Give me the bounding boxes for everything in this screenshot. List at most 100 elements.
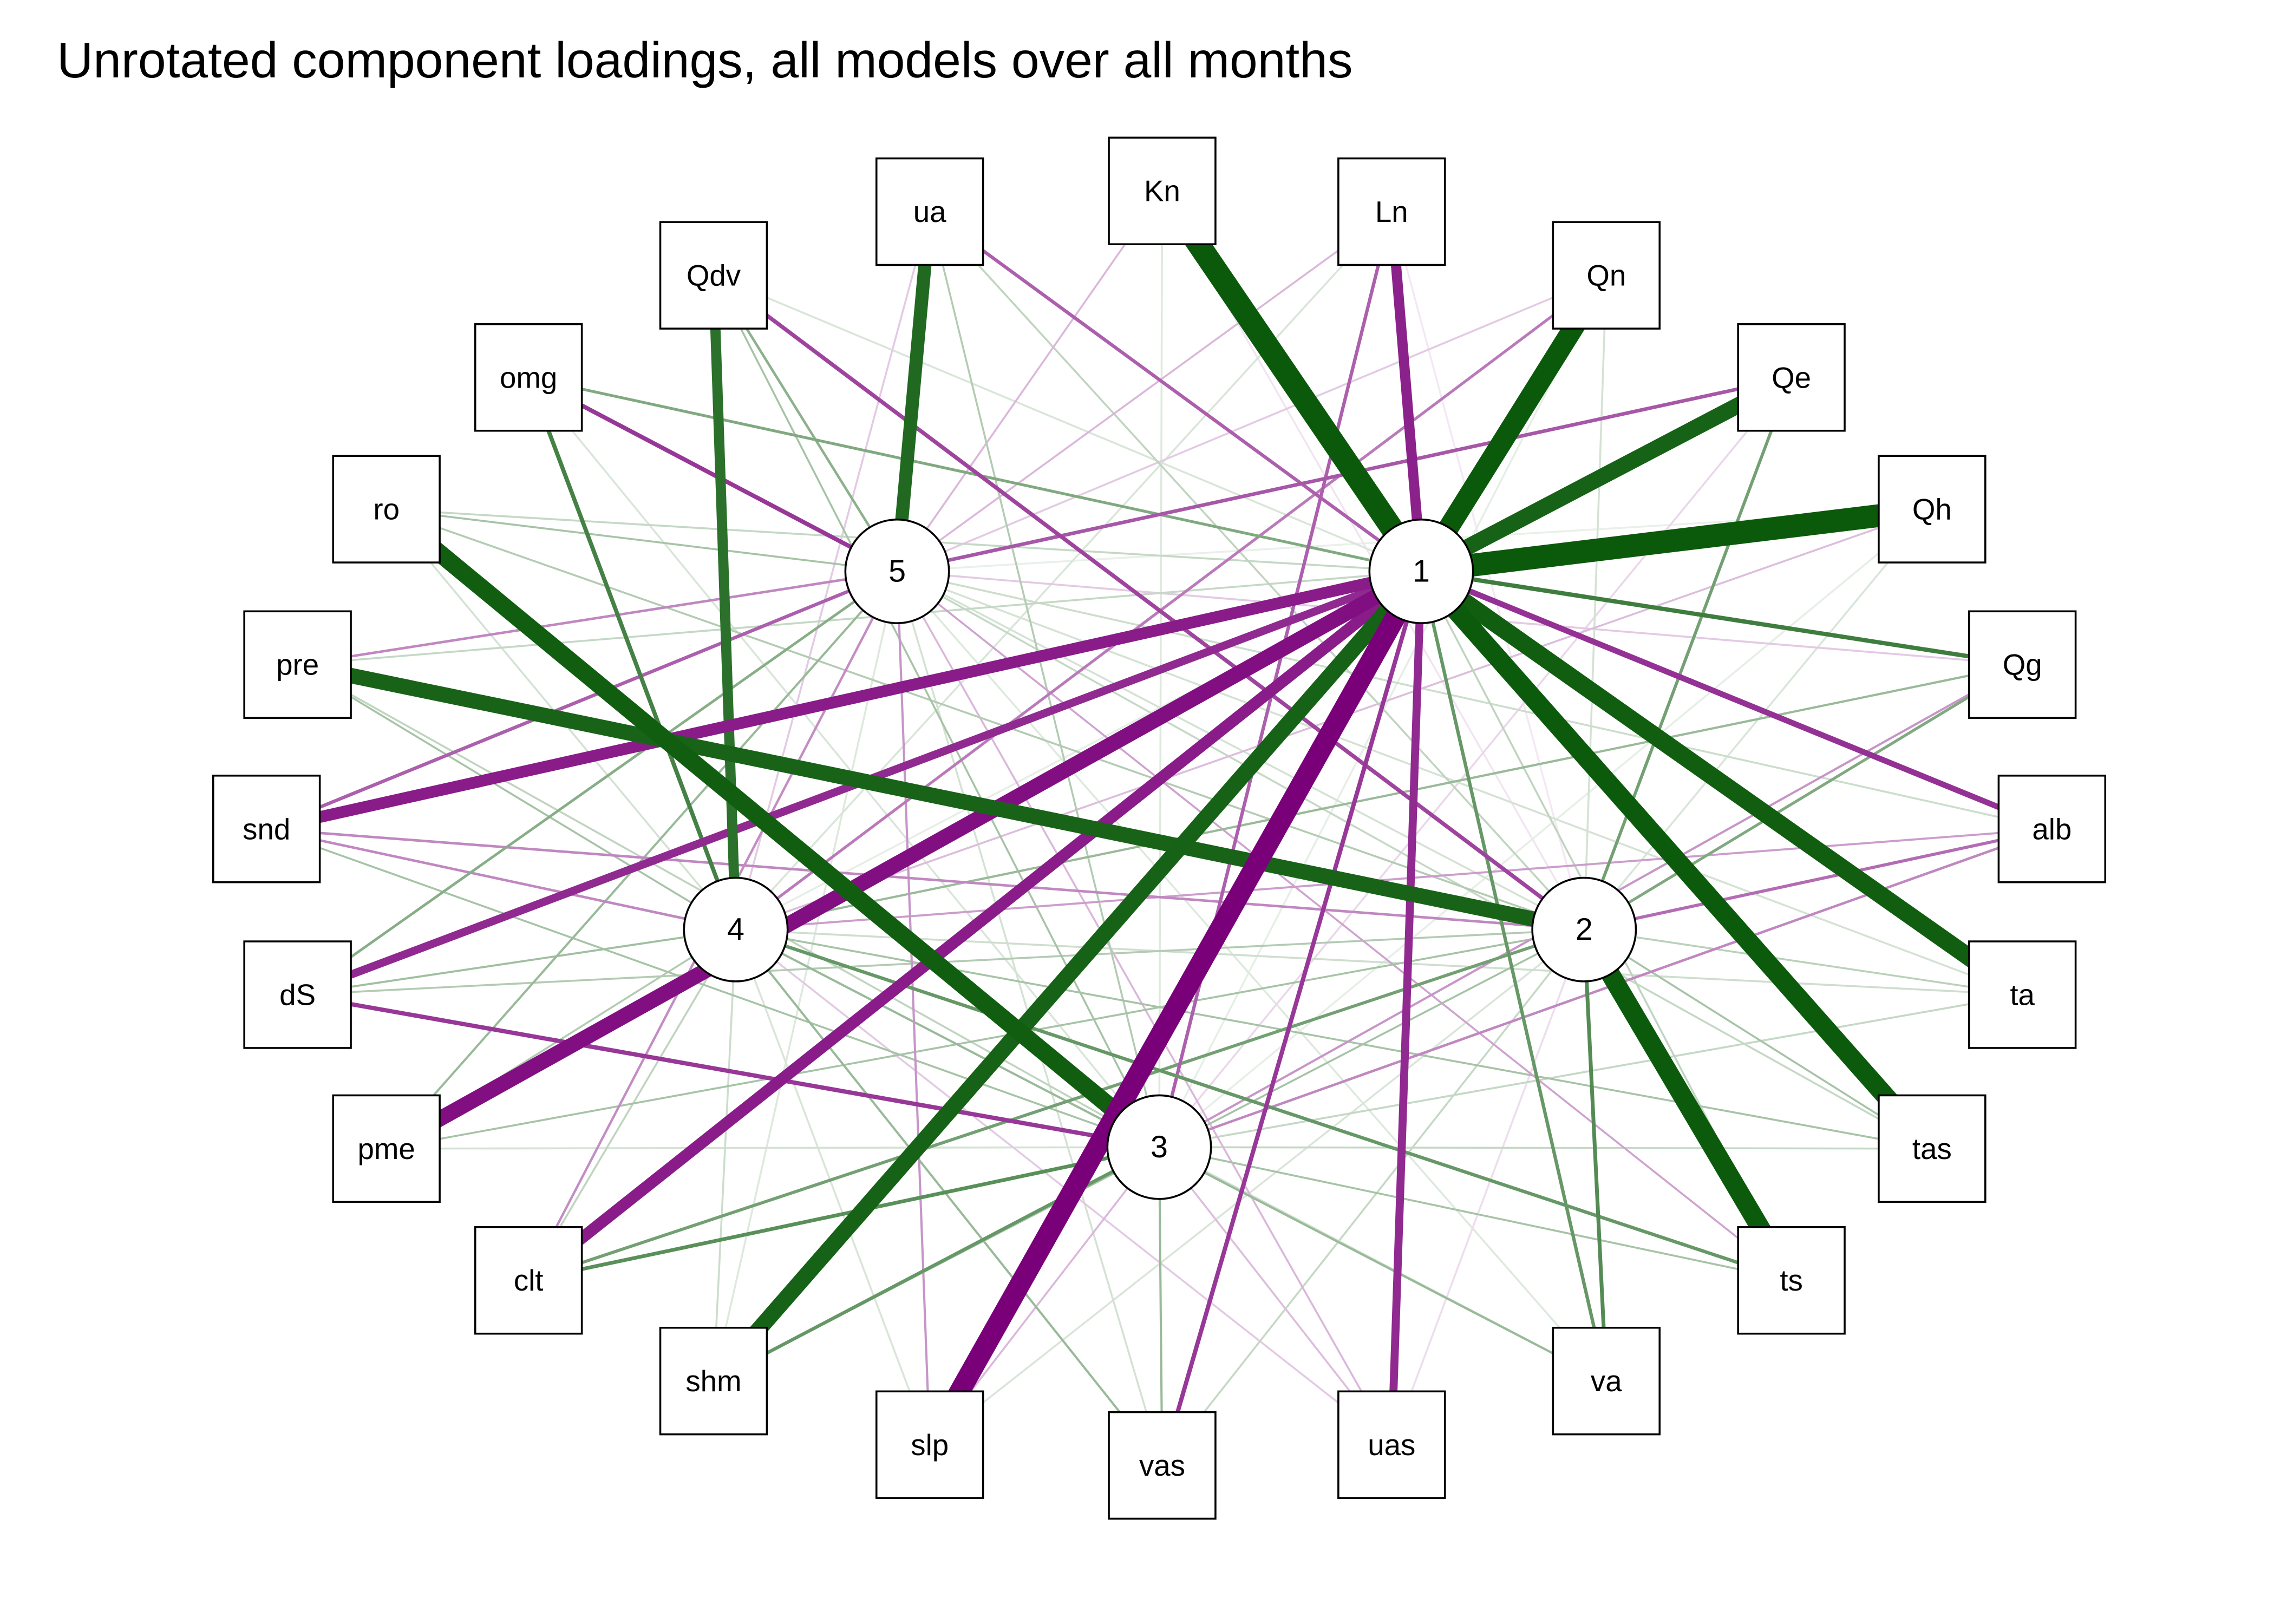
edge-dS-5	[297, 570, 898, 996]
variable-label: ta	[2010, 978, 2035, 1012]
edge-Qe-3	[1158, 377, 1792, 1148]
edge-Qdv-4	[708, 275, 741, 930]
variable-label: Kn	[1144, 174, 1180, 208]
variable-node-snd: snd	[212, 775, 321, 883]
edge-Ln-3	[1157, 211, 1394, 1148]
variable-node-tas: tas	[1878, 1094, 1987, 1203]
edge-Qn-4	[735, 274, 1608, 931]
variable-box	[1737, 323, 1846, 432]
component-circle	[844, 518, 950, 624]
variable-box	[1337, 1390, 1446, 1499]
component-label: 1	[1413, 554, 1430, 588]
edge-ts-3	[1159, 1146, 1792, 1281]
variable-box	[1552, 221, 1661, 330]
variable-label: slp	[911, 1428, 949, 1462]
variable-label: ro	[373, 493, 400, 526]
edge-Qh-3	[1158, 508, 1933, 1148]
component-node-5: 5	[844, 518, 950, 624]
component-label: 4	[727, 912, 744, 947]
variable-box	[1337, 157, 1446, 266]
edge-clt-1	[525, 567, 1425, 1285]
edge-snd-3	[266, 828, 1160, 1148]
variable-node-Qg: Qg	[1968, 610, 2077, 719]
edge-ro-5	[386, 508, 898, 573]
edge-pme-5	[385, 571, 898, 1150]
edge-snd-5	[265, 569, 898, 831]
edge-dS-4	[297, 928, 736, 996]
edge-omg-4	[526, 376, 738, 931]
variable-node-Ln: Ln	[1337, 157, 1446, 266]
edge-vas-4	[735, 928, 1164, 1466]
variable-node-Qn: Qn	[1552, 221, 1661, 330]
variable-node-pme: pme	[332, 1094, 441, 1203]
variable-label: ua	[913, 195, 946, 228]
edge-slp-1	[920, 566, 1430, 1450]
component-node-2: 2	[1531, 876, 1637, 983]
edge-slp-4	[735, 929, 931, 1445]
edge-vas-2	[1161, 929, 1585, 1466]
variable-node-shm: shm	[659, 1326, 768, 1436]
variable-label: Qg	[2003, 648, 2042, 682]
variable-label: snd	[243, 812, 290, 846]
edge-ts-5	[896, 571, 1792, 1281]
variable-box	[1997, 775, 2107, 883]
edge-ua-1	[929, 210, 1422, 573]
edge-vas-1	[1160, 571, 1423, 1466]
edge-shm-4	[713, 929, 737, 1381]
component-circle	[683, 876, 789, 983]
edge-uas-1	[1387, 571, 1426, 1445]
edge-alb-5	[897, 570, 2053, 830]
variable-node-dS: dS	[243, 940, 352, 1049]
diagram-title: Unrotated component loadings, all models…	[57, 32, 1353, 88]
variable-label: tas	[1912, 1132, 1952, 1165]
variable-label: dS	[279, 978, 316, 1012]
edge-alb-1	[1420, 568, 2053, 832]
edge-Ln-1	[1386, 211, 1427, 572]
variable-label: shm	[685, 1364, 741, 1398]
edge-ro-3	[381, 502, 1165, 1154]
variable-node-alb: alb	[1997, 775, 2107, 883]
edge-ua-5	[890, 211, 937, 572]
component-circle	[1368, 518, 1474, 624]
variable-box	[1552, 1326, 1661, 1436]
edge-alb-4	[735, 828, 2052, 931]
component-label: 5	[888, 554, 906, 588]
variable-node-ua: ua	[875, 157, 984, 266]
variable-box	[1878, 1094, 1987, 1203]
edge-pre-4	[297, 664, 736, 931]
edge-Qg-4	[735, 663, 2023, 931]
edge-pre-2	[296, 657, 1586, 938]
edge-va-5	[896, 571, 1608, 1382]
edge-Kn-5	[896, 190, 1163, 572]
variable-box	[1968, 610, 2077, 719]
variable-box	[332, 1094, 441, 1203]
variable-node-Qdv: Qdv	[659, 221, 768, 330]
edge-pre-5	[297, 570, 898, 666]
edge-Qh-1	[1420, 497, 1933, 583]
variable-label: Qh	[1912, 493, 1952, 526]
edge-ts-2	[1576, 925, 1800, 1286]
edge-alb-2	[1584, 827, 2053, 931]
edge-ro-2	[386, 508, 1585, 931]
edge-Qdv-2	[712, 273, 1585, 932]
edge-slp-2	[929, 928, 1585, 1446]
variable-label: uas	[1368, 1428, 1415, 1462]
variable-label: Qe	[1772, 361, 1811, 394]
variable-label: ts	[1780, 1263, 1803, 1297]
component-label: 3	[1151, 1130, 1168, 1164]
variable-node-slp: slp	[875, 1390, 984, 1499]
variable-box	[243, 610, 352, 719]
edge-shm-1	[707, 566, 1428, 1386]
edge-pme-1	[382, 565, 1425, 1156]
edge-clt-4	[527, 929, 737, 1281]
variable-box	[474, 323, 583, 432]
edge-ua-4	[735, 211, 931, 930]
variable-label: va	[1591, 1364, 1622, 1398]
variable-node-Qe: Qe	[1737, 323, 1846, 432]
edge-Qe-1	[1417, 370, 1795, 579]
edge-Ln-4	[735, 211, 1393, 931]
edge-Qn-5	[897, 274, 1607, 573]
component-circle	[1106, 1094, 1212, 1200]
component-node-4: 4	[683, 876, 789, 983]
